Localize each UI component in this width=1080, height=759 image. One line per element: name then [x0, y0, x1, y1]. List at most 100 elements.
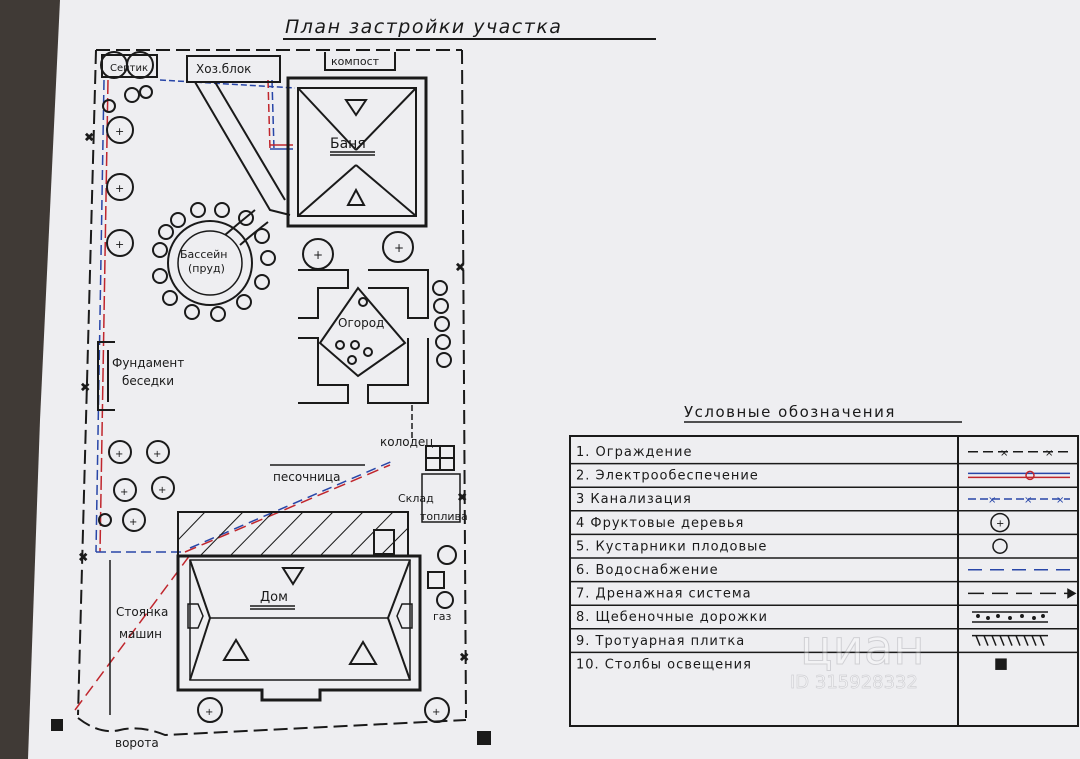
svg-text:×: ×	[458, 492, 466, 503]
svg-text:+: +	[996, 519, 1004, 530]
svg-text:топлива: топлива	[420, 510, 468, 523]
parking: Стоянка машин	[109, 560, 168, 715]
svg-text:газ: газ	[433, 610, 452, 623]
svg-text:Бассейн: Бассейн	[180, 248, 228, 261]
electric-line-diag	[74, 554, 191, 711]
pool: Бассейн (пруд)	[152, 202, 276, 322]
watermark-id: ID 315928332	[790, 672, 918, 693]
legend-item-label: 5. Кустарники плодовые	[576, 539, 767, 554]
legend-title: Условные обозначения	[684, 403, 896, 421]
svg-text:+: +	[205, 707, 213, 718]
legend-item-label: 3 Канализация	[576, 492, 692, 507]
drainage-icon	[968, 588, 1077, 599]
gate: ворота	[115, 736, 159, 750]
svg-text:+: +	[158, 485, 166, 496]
legend-row: 8. Щебеночные дорожки	[570, 610, 1078, 630]
paving-icon	[972, 634, 1048, 646]
svg-text:×: ×	[1000, 448, 1008, 459]
water-line-left	[95, 79, 105, 553]
legend-row: 5. Кустарники плодовые	[570, 538, 1078, 559]
sewer-icon: × × ×	[968, 495, 1070, 506]
gas: газ	[427, 571, 452, 623]
svg-text:+: +	[120, 487, 128, 498]
legend-row: 6. Водоснабжение	[570, 563, 1078, 583]
svg-text:машин: машин	[119, 627, 162, 641]
svg-text:Септик: Септик	[110, 63, 148, 74]
svg-text:(пруд): (пруд)	[188, 262, 225, 275]
svg-text:×: ×	[460, 652, 468, 663]
svg-text:×: ×	[1056, 495, 1064, 506]
legend-row: 9. Тротуарная плитка	[570, 634, 1078, 654]
fence-left	[77, 49, 97, 716]
fence-bottom	[77, 717, 467, 737]
bathhouse: Баня	[286, 76, 428, 228]
lamp-post	[477, 731, 491, 745]
electric-icon	[968, 470, 1070, 481]
plan-title: План застройки участка	[285, 16, 562, 38]
svg-text:×: ×	[1024, 495, 1032, 506]
electric-line-house	[184, 464, 391, 553]
fence-icon: ××	[968, 448, 1070, 459]
gravel-path-bath	[194, 81, 291, 216]
watermark: циан ID 315928332	[790, 620, 926, 694]
fruit-trees-left: + + + + + + + + + +	[106, 116, 450, 723]
svg-text:×: ×	[79, 552, 87, 563]
svg-text:Хоз.блок: Хоз.блок	[196, 62, 251, 76]
svg-text:Баня: Баня	[330, 136, 366, 152]
fence-right	[461, 49, 467, 719]
lamp-post	[51, 719, 63, 731]
svg-text:песочница: песочница	[273, 470, 340, 484]
gravel-path-icon	[972, 611, 1048, 623]
legend-item-label: 10. Столбы освещения	[576, 657, 752, 672]
svg-text:+: +	[115, 182, 124, 195]
svg-text:колодец: колодец	[380, 435, 433, 449]
house: Дом	[176, 554, 422, 702]
lamp-post-icon	[995, 658, 1007, 670]
svg-text:×: ×	[988, 495, 996, 506]
svg-text:Склад: Склад	[398, 492, 434, 505]
paper-sheet	[28, 0, 1080, 759]
svg-text:Дом: Дом	[260, 590, 288, 605]
site-plan: × × × × × × Септик Хоз.блок	[51, 49, 491, 750]
watermark-brand: циан	[800, 620, 925, 676]
svg-text:Стоянка: Стоянка	[116, 605, 168, 619]
legend-item-label: 1. Ограждение	[576, 445, 692, 460]
legend-row: 10. Столбы освещения	[576, 657, 1007, 672]
sandbox: песочница	[270, 464, 365, 484]
legend-item-label: 2. Электрообеспечение	[576, 469, 759, 484]
svg-text:+: +	[432, 707, 440, 718]
legend-item-label: 9. Тротуарная плитка	[576, 634, 745, 649]
firewood-store: Склад топлива	[398, 473, 468, 523]
svg-text:компост: компост	[331, 55, 380, 68]
shrubs-left	[98, 85, 457, 609]
legend-item-label: 8. Щебеночные дорожки	[576, 610, 768, 625]
water-line-well	[189, 459, 396, 549]
legend-row: 3 Канализация × × ×	[570, 492, 1078, 512]
legend-row: 1. Ограждение××	[570, 445, 1078, 465]
compost: компост	[324, 52, 396, 71]
utility-block: Хоз.блок	[186, 55, 281, 83]
svg-text:+: +	[153, 449, 161, 460]
svg-text:беседки: беседки	[122, 374, 174, 388]
legend-row: 7. Дренажная система	[570, 587, 1078, 606]
svg-text:ворота: ворота	[115, 736, 159, 750]
svg-text:+: +	[115, 449, 123, 460]
legend: Условные обозначения 1. Ограждение××2. Э…	[569, 403, 1079, 727]
septic: Септик	[100, 51, 158, 79]
svg-text:+: +	[129, 517, 137, 528]
legend-row: 4 Фруктовые деревья +	[570, 512, 1078, 536]
svg-text:Огород: Огород	[338, 316, 384, 330]
legend-item-label: 4 Фруктовые деревья	[576, 516, 744, 531]
shrub-icon	[992, 538, 1008, 554]
legend-item-label: 6. Водоснабжение	[576, 563, 719, 578]
vegetable-garden: Огород	[298, 269, 452, 404]
svg-text:+: +	[115, 125, 124, 138]
legend-item-label: 7. Дренажная система	[576, 587, 752, 602]
svg-text:×: ×	[85, 132, 93, 143]
svg-text:×: ×	[1045, 448, 1053, 459]
electric-line-left	[99, 79, 109, 553]
svg-text:+: +	[115, 238, 124, 251]
svg-text:×: ×	[81, 382, 89, 393]
